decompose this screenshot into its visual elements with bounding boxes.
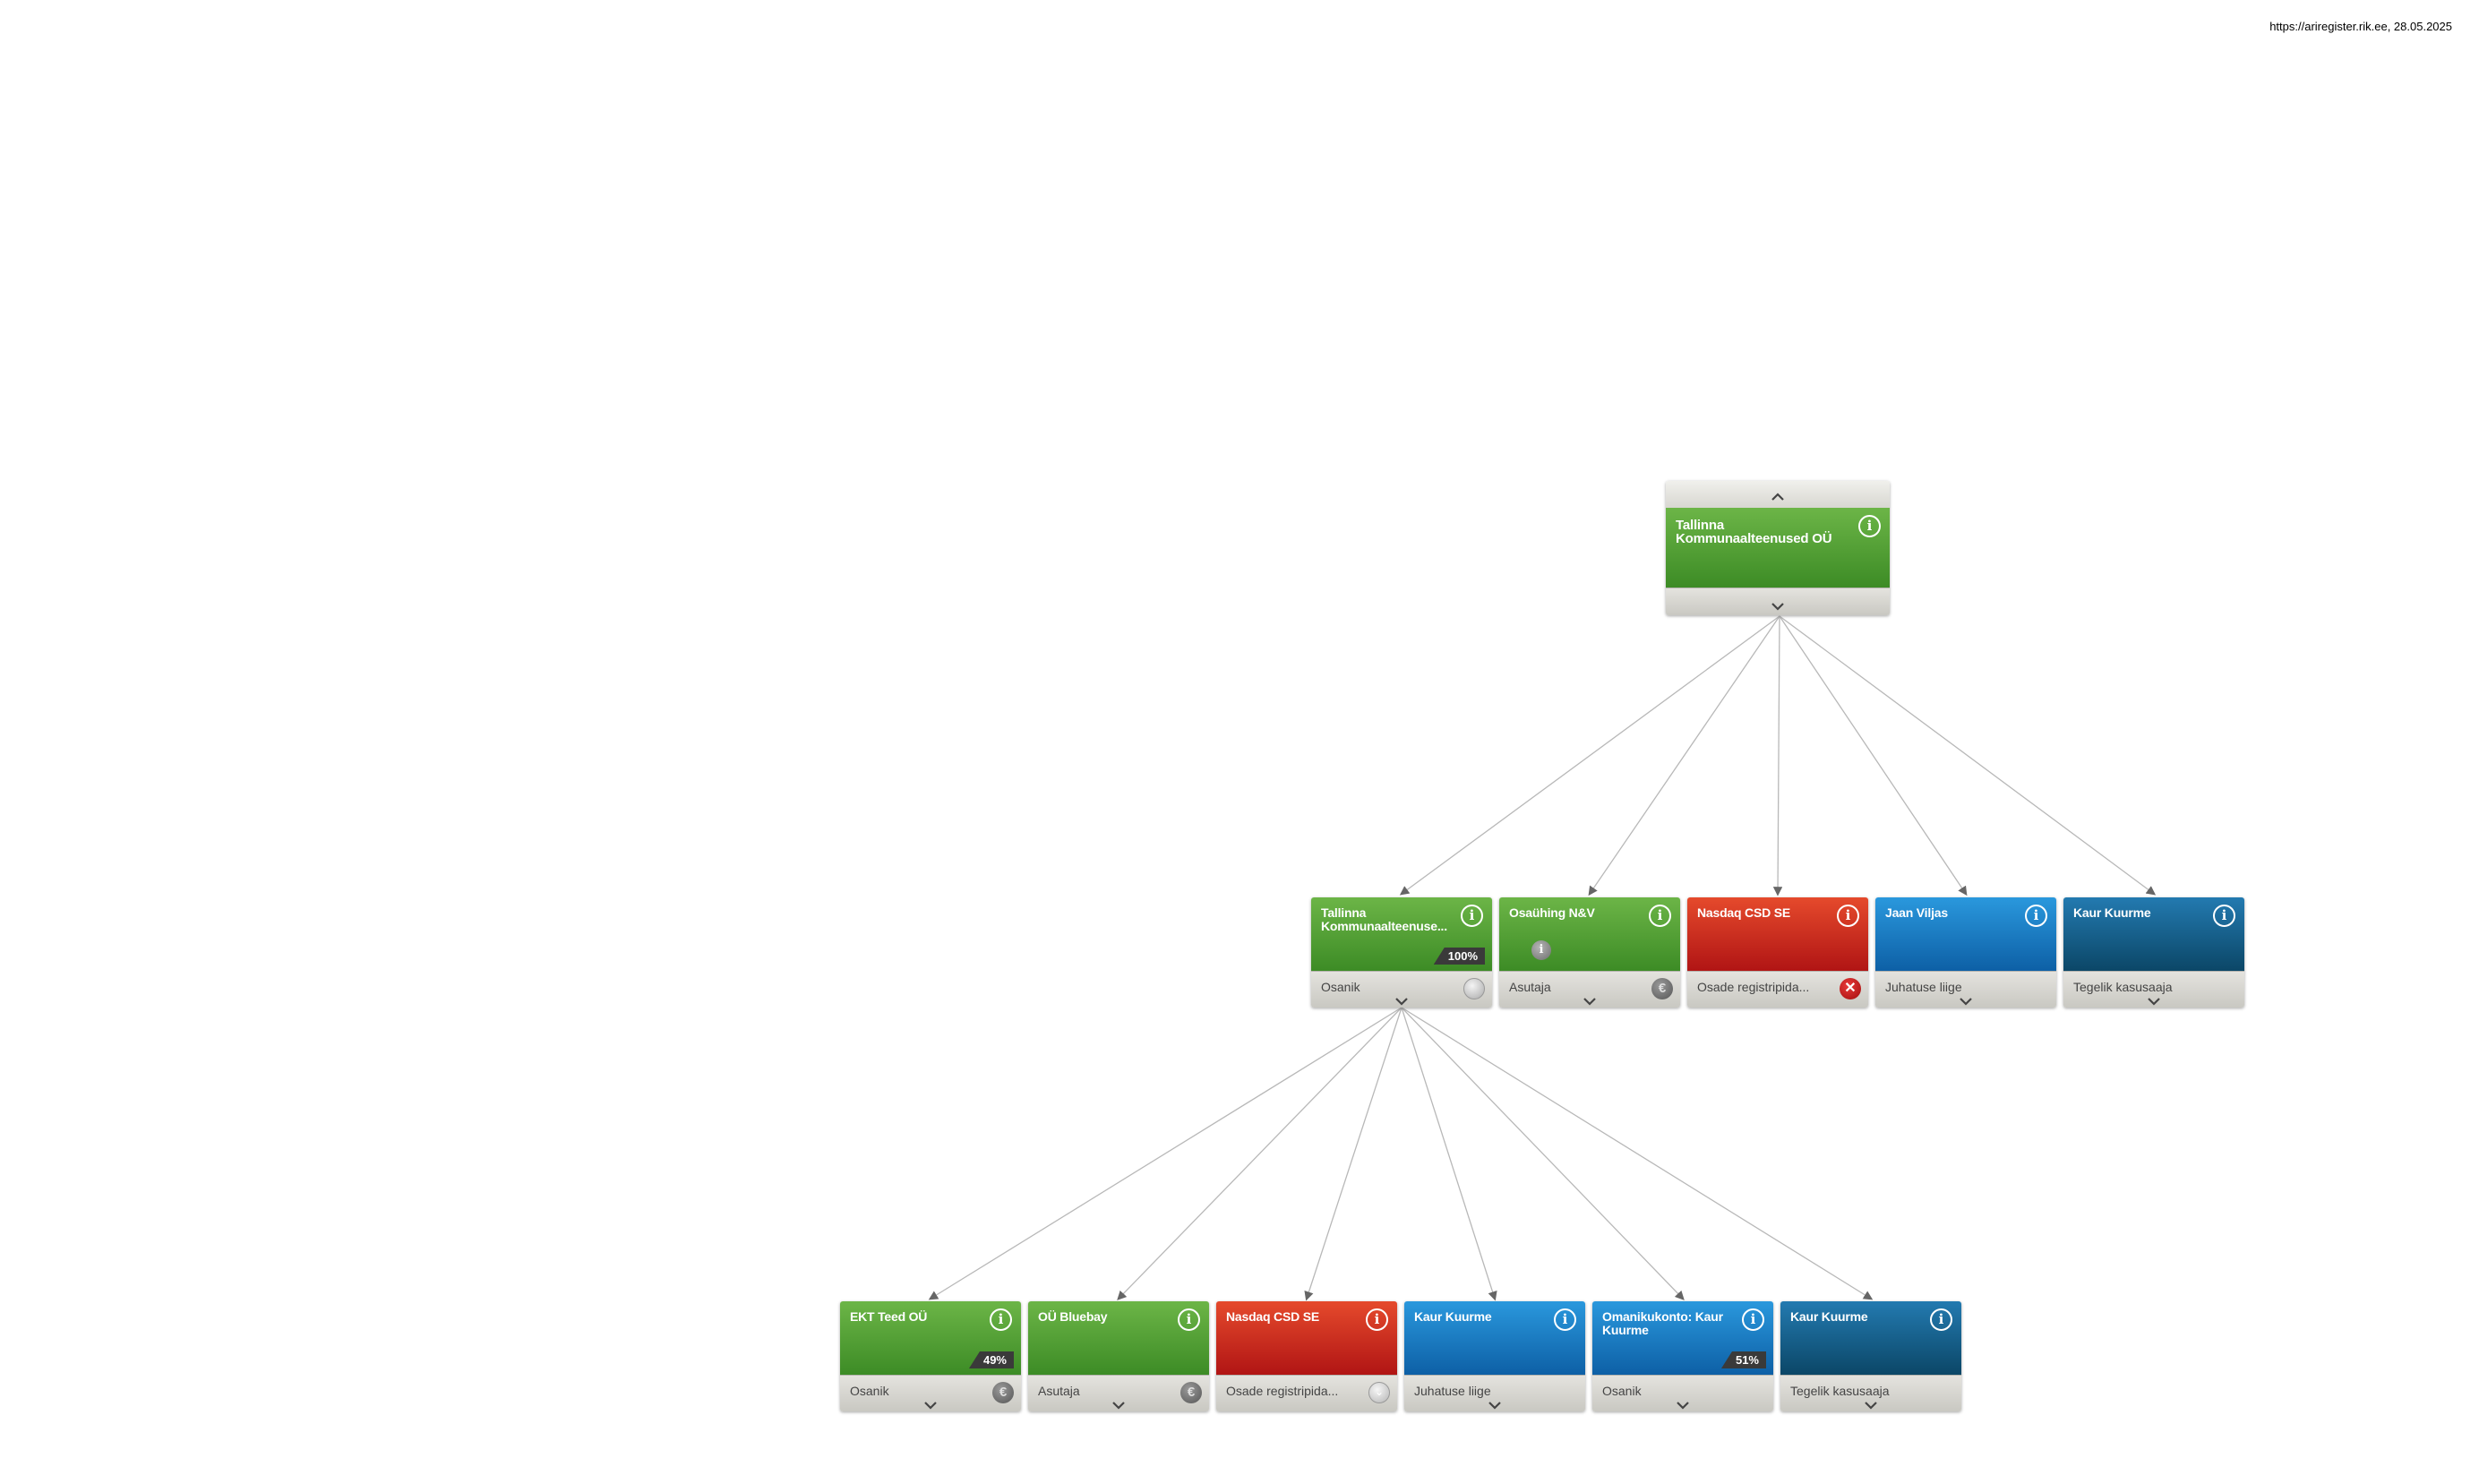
edge-l1-l2-0 [928,1007,1402,1300]
chevron-down-icon[interactable] [1111,1400,1126,1411]
node-role: Osanik [1602,1384,1642,1398]
root-node[interactable]: Tallinna Kommunaalteenused OÜ i [1666,481,1890,615]
info-icon[interactable]: i [1742,1308,1764,1331]
ownership-badge: 49% [968,1351,1014,1368]
info-icon[interactable]: i [2213,905,2235,927]
info-icon[interactable]: i [1178,1308,1200,1331]
node-role: Juhatuse liige [1885,980,1962,994]
close-icon: ✕ [1840,978,1861,999]
level1-node[interactable]: Tallinna Kommunaalteenuse... i 100% Osan… [1311,897,1492,1008]
chevron-down-icon[interactable] [923,1400,938,1411]
euro-icon: € [1180,1382,1202,1403]
edge-l1-l2-2 [1304,1007,1402,1301]
chevron-down-icon[interactable] [1488,1400,1502,1411]
info-icon[interactable]: i [1837,905,1859,927]
node-role: Osanik [850,1384,889,1398]
node-role: Tegelik kasusaaja [2073,980,2173,994]
node-name: Tallinna Kommunaalteenuse... [1321,905,1447,933]
edge-l1-l2-5 [1401,1007,1874,1300]
euro-icon: € [1651,978,1673,999]
expand-down-button[interactable] [1666,588,1890,615]
node-role: Osanik [1321,980,1360,994]
node-name: Kaur Kuurme [1414,1309,1492,1324]
info-icon[interactable]: i [1930,1308,1952,1331]
level2-node[interactable]: Kaur Kuurme i Juhatuse liige [1404,1301,1585,1411]
info-icon[interactable]: i [1649,905,1671,927]
euro-icon: € [992,1382,1014,1403]
chevron-down-icon[interactable] [1394,996,1409,1007]
ownership-badge: 51% [1720,1351,1766,1368]
node-role: Asutaja [1038,1384,1080,1398]
node-name: Osaühing N&V [1509,905,1595,920]
node-name: EKT Teed OÜ [850,1309,928,1324]
node-name: Kaur Kuurme [2073,905,2151,920]
level2-node[interactable]: OÜ Bluebay i Asutaja € [1028,1301,1209,1411]
node-name: Nasdaq CSD SE [1226,1309,1319,1324]
chevron-down-circle-icon: ⌄ [1368,1382,1390,1403]
chevron-down-icon[interactable] [1959,996,1973,1007]
node-name: OÜ Bluebay [1038,1309,1108,1324]
chevron-down-icon [1771,601,1785,612]
info-icon[interactable]: i [1554,1308,1576,1331]
level1-node[interactable]: Jaan Viljas i Juhatuse liige [1875,897,2056,1008]
edge-root-l1-1 [1588,615,1780,896]
level2-node[interactable]: EKT Teed OÜ i 49% Osanik € [840,1301,1021,1411]
chevron-down-icon[interactable] [2147,996,2161,1007]
small-info-icon[interactable]: i [1531,940,1551,960]
level2-node[interactable]: Omanikukonto: Kaur Kuurme i 51% Osanik [1592,1301,1773,1411]
chevron-down-icon[interactable] [1676,1400,1690,1411]
edge-root-l1-3 [1779,615,1968,896]
level1-node[interactable]: Osaühing N&V i i Asutaja € [1499,897,1680,1008]
expand-up-button[interactable] [1666,481,1890,509]
ownership-badge: 100% [1433,948,1485,965]
level2-node[interactable]: Kaur Kuurme i Tegelik kasusaaja [1780,1301,1961,1411]
chevron-down-icon[interactable] [1864,1400,1878,1411]
edge-root-l1-4 [1779,615,2157,896]
node-role: Osade registripida... [1697,980,1810,994]
source-url-date: https://ariregister.rik.ee, 28.05.2025 [2269,20,2452,33]
node-role: Asutaja [1509,980,1551,994]
chevron-up-icon [1771,492,1785,502]
level1-node[interactable]: Kaur Kuurme i Tegelik kasusaaja [2063,897,2244,1008]
info-icon[interactable]: i [1858,515,1881,537]
info-icon[interactable]: i [990,1308,1012,1331]
level2-node[interactable]: Nasdaq CSD SE i Osade registripida... ⌄ [1216,1301,1397,1411]
info-icon[interactable]: i [1461,905,1483,927]
info-icon[interactable]: i [1366,1308,1388,1331]
info-icon[interactable]: i [2025,905,2047,927]
node-name: Omanikukonto: Kaur Kuurme [1602,1309,1723,1337]
edge-l1-l2-1 [1117,1007,1402,1300]
node-role: Juhatuse liige [1414,1384,1491,1398]
node-name: Kaur Kuurme [1790,1309,1868,1324]
edge-root-l1-2 [1772,615,1783,896]
edge-l1-l2-3 [1401,1007,1497,1301]
node-role: Osade registripida... [1226,1384,1339,1398]
node-name: Jaan Viljas [1885,905,1948,920]
chevron-down-icon[interactable] [1583,996,1597,1007]
level1-node[interactable]: Nasdaq CSD SE i Osade registripida... ✕ [1687,897,1868,1008]
edge-l1-l2-4 [1401,1007,1685,1300]
grey-circle-icon [1463,978,1485,999]
edge-root-l1-0 [1399,615,1780,896]
node-name: Tallinna Kommunaalteenused OÜ [1676,518,1832,546]
node-name: Nasdaq CSD SE [1697,905,1790,920]
node-role: Tegelik kasusaaja [1790,1384,1890,1398]
